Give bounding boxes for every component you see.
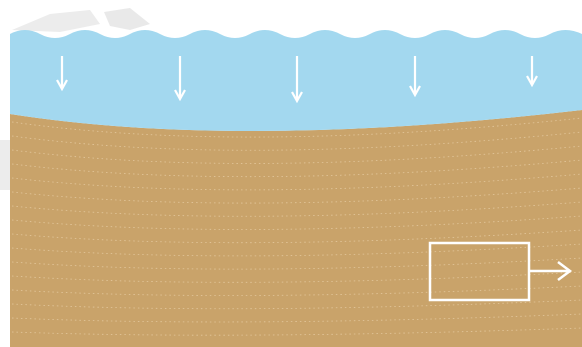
sediment-layer xyxy=(10,110,582,347)
faded-shape-right xyxy=(104,8,150,30)
faded-shape-left xyxy=(12,10,100,32)
